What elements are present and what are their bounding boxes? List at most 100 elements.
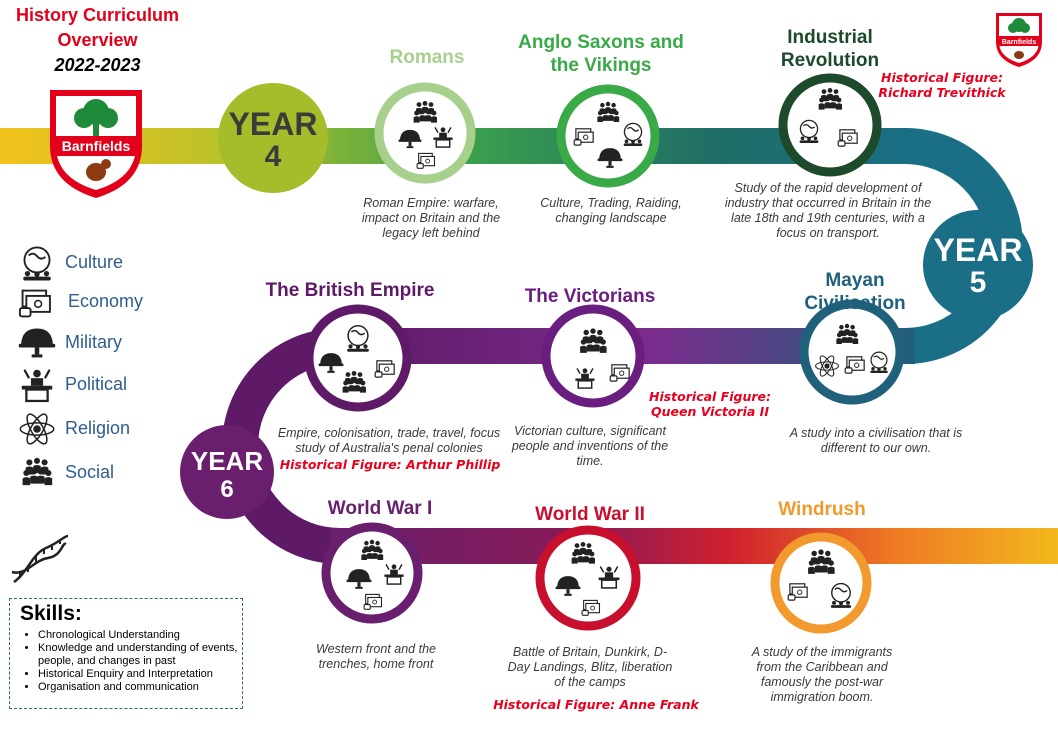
- globe-people-icon: [799, 119, 819, 143]
- school-crest-small-name: Barnfields: [1002, 39, 1036, 46]
- topic-figure-victorians: Historical Figure: Queen Victoria II: [649, 389, 771, 419]
- key-label-religion: Religion: [65, 418, 131, 438]
- crowd-icon: [580, 328, 607, 353]
- topic-title-anglo: Anglo Saxons and the Vikings: [518, 32, 684, 76]
- crowd-icon: [571, 542, 595, 564]
- header-title-line2: Overview: [57, 30, 138, 50]
- key-icon-social: [18, 454, 56, 497]
- soldier-helmet-icon: [346, 569, 372, 589]
- key-icon-culture: [18, 244, 56, 287]
- banknotes-icon: [844, 356, 865, 374]
- header-title-line1: History Curriculum: [15, 5, 180, 25]
- topic-title-ww1: World War I: [327, 498, 433, 519]
- atom-icon: [19, 413, 55, 445]
- soldier-helmet-icon: [18, 328, 56, 358]
- skills-box: Skills: Chronological Understanding Know…: [9, 598, 243, 709]
- topic-desc-victorians: Victorian culture, significant people an…: [511, 424, 669, 468]
- globe-people-icon: [23, 246, 51, 281]
- atom-icon: [815, 355, 839, 377]
- crowd-icon: [808, 549, 835, 574]
- soldier-helmet-icon: [398, 129, 422, 149]
- skills-item: Historical Enquiry and Interpretation: [38, 668, 238, 681]
- crowd-icon: [836, 323, 859, 344]
- topic-desc-ww1: Western front and the trenches, home fro…: [316, 642, 436, 671]
- speaker-podium-icon: [433, 127, 453, 148]
- topic-desc-romans: Roman Empire: warfare, impact on Britain…: [361, 196, 501, 240]
- crowd-icon: [22, 457, 53, 486]
- topic-circle-mayan: [799, 299, 905, 405]
- topic-title-victorians: The Victorians: [524, 286, 656, 307]
- globe-people-icon: [347, 324, 369, 352]
- soldier-helmet-icon: [318, 353, 344, 373]
- crowd-icon: [597, 101, 620, 122]
- skills-title: Skills:: [20, 602, 82, 625]
- skills-item: Organisation and communication: [38, 681, 238, 694]
- topic-title-romans: Romans: [389, 47, 465, 68]
- crowd-icon: [342, 371, 366, 393]
- topic-circle-empire: [304, 304, 412, 412]
- topic-figure-ww2: Historical Figure: Anne Frank: [493, 697, 699, 712]
- key-icon-military: [18, 324, 56, 367]
- crowd-icon: [413, 101, 437, 123]
- key-icon-political: [18, 366, 56, 409]
- banknotes-icon: [581, 599, 601, 616]
- year-5-label: YEAR: [933, 232, 1023, 268]
- speaker-podium-icon: [598, 566, 620, 589]
- school-crest-name: Barnfields: [62, 138, 131, 154]
- year-4-label: YEAR: [228, 106, 318, 142]
- topic-title-mayan: Mayan Civilisation: [804, 270, 906, 314]
- banknotes-icon: [363, 593, 383, 610]
- topic-figure-industrial: Historical Figure: Richard Trevithick: [878, 70, 1006, 100]
- topic-circle-romans: [374, 82, 476, 184]
- banknotes-icon: [573, 128, 594, 146]
- speaker-podium-icon: [575, 368, 595, 389]
- year-5-number: 5: [969, 266, 987, 299]
- banknotes-icon: [18, 289, 51, 318]
- topic-circle-victorians: [541, 304, 645, 408]
- dna-icon: [11, 534, 69, 584]
- globe-people-icon: [623, 122, 643, 146]
- skills-list: Chronological Understanding Knowledge an…: [10, 629, 242, 694]
- topic-desc-industrial: Study of the rapid development of indust…: [724, 181, 932, 240]
- topic-title-windrush: Windrush: [778, 499, 866, 520]
- key-icon-economy: [18, 283, 56, 326]
- banknotes-icon: [374, 360, 395, 378]
- soldier-helmet-icon: [555, 576, 581, 596]
- skills-item: Chronological Understanding: [38, 629, 238, 642]
- key-label-political: Political: [65, 374, 128, 394]
- banknotes-icon: [787, 583, 808, 601]
- speaker-podium-icon: [21, 369, 53, 403]
- key-label-culture: Culture: [65, 252, 124, 272]
- key-label-economy: Economy: [68, 291, 144, 311]
- banknotes-icon: [416, 152, 436, 169]
- soldier-helmet-icon: [597, 148, 623, 168]
- topic-desc-windrush: A study of the immigrants from the Carib…: [751, 645, 893, 704]
- topic-desc-mayan: A study into a civilisation that is diff…: [789, 426, 963, 455]
- topic-desc-empire: Empire, colonisation, trade, travel, foc…: [277, 426, 501, 455]
- topic-circle-anglo: [556, 84, 660, 188]
- globe-people-icon: [830, 582, 852, 608]
- banknotes-icon: [609, 364, 630, 382]
- topic-circle-industrial: [778, 73, 882, 177]
- crowd-icon: [818, 88, 842, 110]
- year-6-number: 6: [220, 476, 234, 503]
- topic-title-ww2: World War II: [535, 504, 645, 525]
- header-year: 2022-2023: [54, 55, 141, 75]
- year-6-label: YEAR: [190, 446, 264, 476]
- topic-title-empire: The British Empire: [265, 280, 435, 301]
- crowd-icon: [361, 539, 384, 560]
- topic-circle-ww1: [321, 522, 423, 624]
- topic-figure-empire: Historical Figure: Arthur Phillip: [279, 457, 501, 472]
- topic-desc-anglo: Culture, Trading, Raiding, changing land…: [540, 196, 682, 225]
- key-icon-religion: [18, 410, 56, 453]
- school-crest-large: Barnfields: [50, 90, 142, 198]
- banknotes-icon: [837, 129, 858, 147]
- globe-people-icon: [870, 351, 888, 374]
- key-label-military: Military: [65, 332, 122, 352]
- topic-circle-ww2: [535, 525, 641, 631]
- school-crest-small: Barnfields: [996, 13, 1042, 67]
- topic-title-industrial: Industrial Revolution: [780, 27, 880, 71]
- year-4-number: 4: [264, 140, 282, 173]
